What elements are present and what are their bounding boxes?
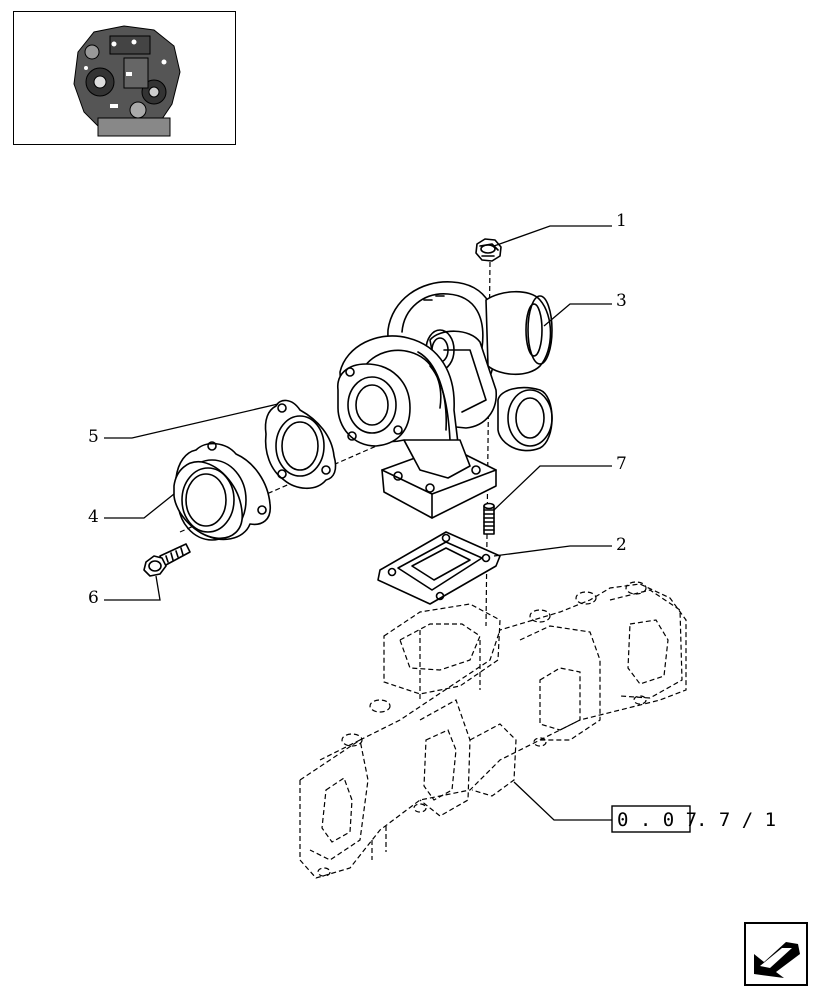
leader-6: [104, 575, 161, 601]
leader-lines: [104, 225, 612, 821]
callout-2: 2: [616, 535, 627, 555]
engine-thumbnail[interactable]: [13, 11, 236, 145]
leader-7: [493, 465, 612, 511]
callout-3: 3: [616, 291, 627, 311]
bolt[interactable]: [143, 543, 191, 577]
reference-rest-text: . 7 / 1: [696, 809, 776, 831]
exhaust-manifold: [299, 581, 687, 879]
callout-6: 6: [88, 588, 99, 608]
turbocharger[interactable]: [337, 281, 553, 519]
turbo-gasket[interactable]: [377, 531, 501, 605]
next-page-button[interactable]: [744, 922, 808, 986]
exhaust-flange[interactable]: [173, 441, 272, 541]
reference-label[interactable]: 0 . 0 7 . 7 / 1: [611, 805, 776, 833]
leader-3: [543, 303, 612, 327]
leader-1: [493, 225, 612, 247]
callout-5: 5: [88, 427, 99, 447]
next-page-arrow-icon: [754, 942, 800, 978]
leader-5: [104, 403, 279, 439]
reference-box: [611, 805, 691, 833]
flange-gasket[interactable]: [264, 399, 337, 490]
callout-7: 7: [616, 454, 627, 474]
leader-2: [493, 545, 612, 557]
flange-axis-line: [179, 439, 391, 533]
leader-4: [104, 493, 175, 519]
reference-boxed-text: 0 . 0 7: [617, 809, 697, 831]
stud[interactable]: [483, 502, 495, 535]
nut[interactable]: [475, 238, 502, 262]
leader-ref: [513, 781, 612, 821]
callout-4: 4: [88, 507, 99, 527]
callout-1: 1: [616, 211, 627, 231]
engine-thumbnail-icon: [73, 25, 181, 137]
